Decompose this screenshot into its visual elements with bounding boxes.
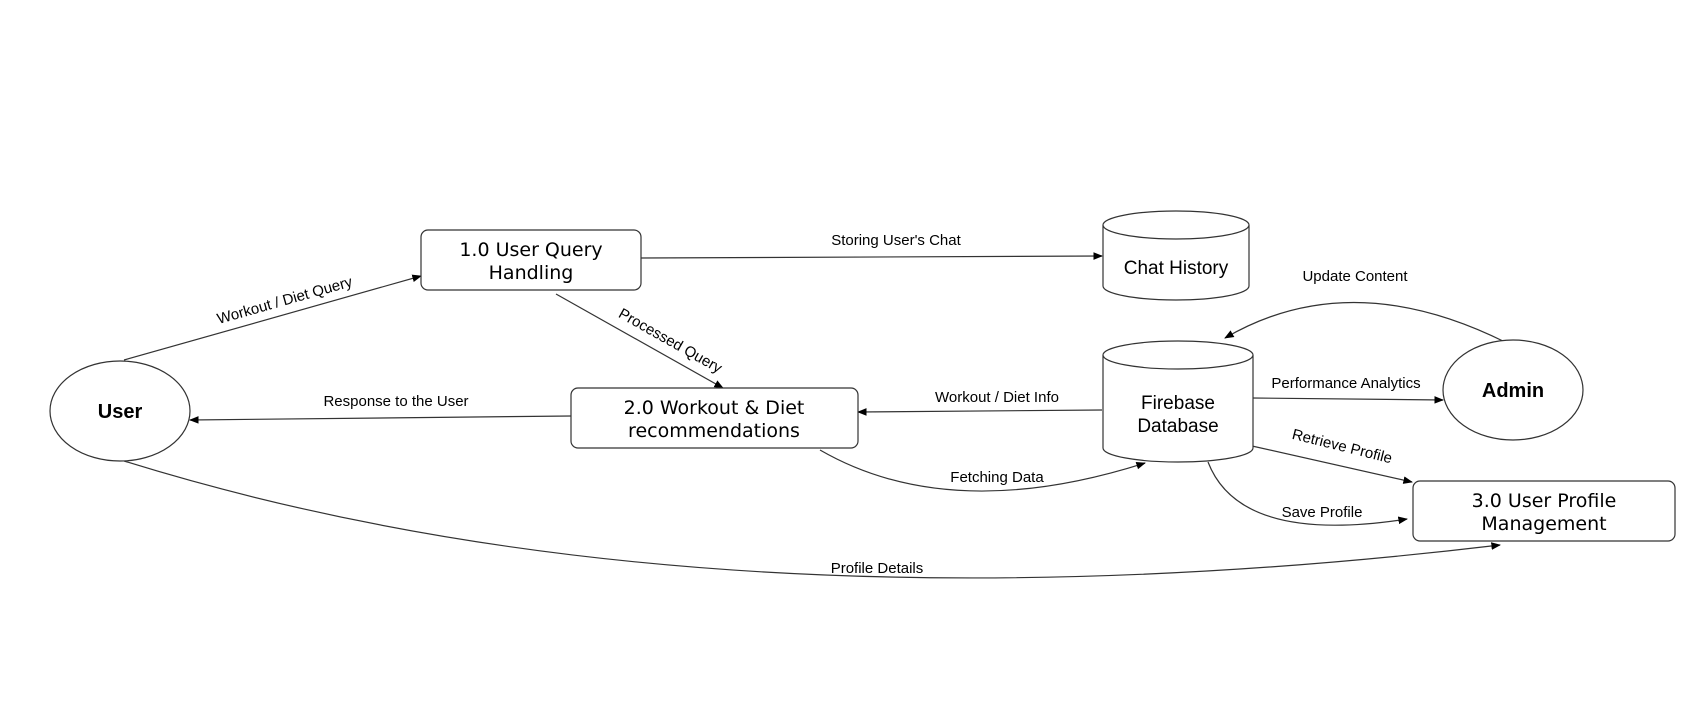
label-storing-users-chat: Storing User's Chat <box>831 232 961 249</box>
label-retrieve-profile: Retrieve Profile <box>1290 426 1394 467</box>
edge-performance-analytics <box>1251 396 1444 404</box>
store-firebase-line2: Database <box>1137 416 1218 437</box>
store-firebase-database: Firebase Database <box>1102 340 1254 463</box>
edge-workout-diet-query <box>123 274 422 361</box>
edge-workout-diet-info <box>857 408 1103 416</box>
label-workout-diet-info: Workout / Diet Info <box>935 389 1059 406</box>
store-firebase-line1: Firebase <box>1141 393 1215 414</box>
process-3-line1: 3.0 User Profile <box>1472 490 1617 512</box>
entity-admin: Admin <box>1442 339 1584 441</box>
edge-fetching-data <box>819 449 1146 492</box>
entity-admin-label: Admin <box>1482 380 1544 402</box>
store-chat-history-label: Chat History <box>1124 258 1229 279</box>
edges <box>123 252 1506 579</box>
edge-update-content <box>1224 301 1506 343</box>
label-processed-query: Processed Query <box>616 305 726 377</box>
edge-processed-query <box>555 293 724 389</box>
entity-user: User <box>49 360 191 462</box>
label-fetching-data: Fetching Data <box>950 469 1044 486</box>
label-performance-analytics: Performance Analytics <box>1271 375 1420 392</box>
label-response-to-user: Response to the User <box>323 393 468 410</box>
label-profile-details: Profile Details <box>831 560 924 577</box>
label-update-content: Update Content <box>1302 268 1408 285</box>
process-user-profile-management: 3.0 User Profile Management <box>1412 480 1676 542</box>
edge-response-to-user <box>189 415 572 424</box>
process-1-line2: Handling <box>489 262 574 284</box>
store-chat-history: Chat History <box>1102 210 1250 301</box>
edge-storing-users-chat <box>640 252 1103 260</box>
process-1-line1: 1.0 User Query <box>459 239 602 261</box>
edge-save-profile <box>1207 461 1408 526</box>
process-2-line2: recommendations <box>628 420 800 442</box>
process-user-query-handling: 1.0 User Query Handling <box>420 229 642 291</box>
process-workout-diet-recommendations: 2.0 Workout & Diet recommendations <box>570 387 859 449</box>
edge-retrieve-profile <box>1251 445 1413 484</box>
process-3-line2: Management <box>1481 513 1606 535</box>
edge-profile-details <box>123 460 1501 579</box>
entity-user-label: User <box>98 401 143 423</box>
label-save-profile: Save Profile <box>1282 504 1363 521</box>
process-2-line1: 2.0 Workout & Diet <box>624 397 805 419</box>
